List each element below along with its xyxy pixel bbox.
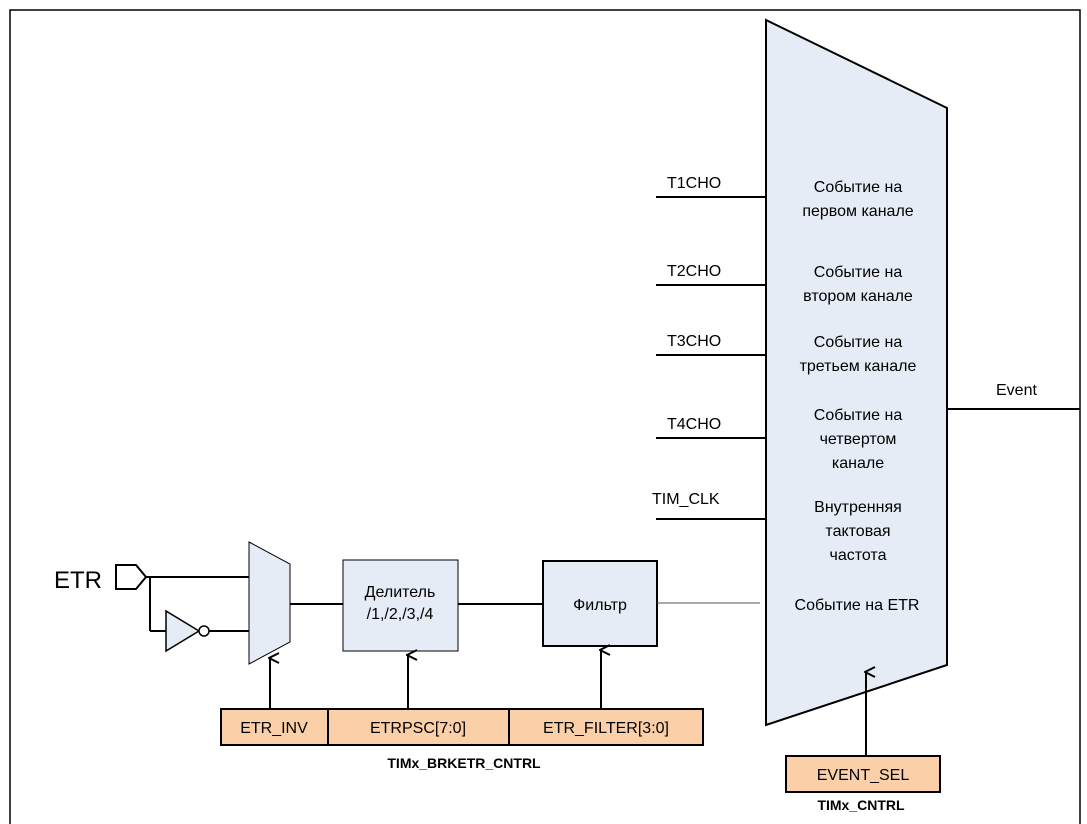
reg-field-event-sel-label: EVENT_SEL	[817, 767, 910, 784]
reg-field-event-sel	[785, 755, 941, 793]
reg-field-etr-filter	[508, 708, 704, 746]
filter-label: Фильтр	[573, 597, 627, 614]
reg-field-etr-inv	[220, 708, 329, 746]
divider-ratio-label: /1,/2,/3,/4	[367, 606, 434, 623]
mux-desc-ch4-line3: канале	[832, 455, 884, 472]
reg-cntrl-name: TIMx_CNTRL	[817, 797, 905, 813]
reg-field-etr-inv-label: ETR_INV	[240, 720, 308, 737]
inverter-bubble-icon	[198, 625, 210, 637]
mux-desc-ch2-line2: втором канале	[803, 288, 913, 305]
mux-desc-ch2-line1: Событие на	[814, 264, 903, 281]
inverter-icon	[165, 609, 201, 653]
diagram-frame	[9, 9, 1081, 824]
mux-signal-t3cho: T3CHO	[667, 333, 721, 350]
mux-signal-t1cho: T1CHO	[667, 175, 721, 192]
mux-desc-etr: Событие на ETR	[795, 597, 920, 614]
divider-block	[342, 559, 459, 652]
etr-pin-icon	[115, 564, 148, 590]
mux-desc-clk-line3: частота	[830, 547, 887, 564]
mux-signal-t2cho: T2CHO	[667, 263, 721, 280]
mux-desc-ch4-line1: Событие на	[814, 407, 903, 424]
reg-field-etr-filter-label: ETR_FILTER[3:0]	[543, 720, 669, 737]
mux-desc-ch1-line1: Событие на	[814, 179, 903, 196]
mux-desc-ch3-line2: третьем канале	[800, 358, 917, 375]
divider-label: Делитель	[365, 584, 436, 601]
reg-brketr-name: TIMx_BRKETR_CNTRL	[387, 755, 541, 771]
mux-desc-clk-line2: тактовая	[825, 523, 890, 540]
etr-inv-mux	[248, 541, 291, 665]
mux-desc-clk-line1: Внутренняя	[814, 499, 902, 516]
etr-label: ETR	[54, 567, 102, 594]
filter-block	[542, 560, 658, 647]
mux-desc-ch4-line2: четвертом	[820, 431, 897, 448]
mux-desc-ch1-line2: первом канале	[802, 203, 913, 220]
mux-signal-t4cho: T4CHO	[667, 416, 721, 433]
output-event-label: Event	[996, 382, 1037, 399]
mux-desc-ch3-line1: Событие на	[814, 334, 903, 351]
event-mux	[765, 18, 948, 727]
reg-field-etrpsc	[327, 708, 510, 746]
reg-field-etrpsc-label: ETRPSC[7:0]	[370, 720, 466, 737]
mux-signal-tim-clk: TIM_CLK	[652, 491, 720, 508]
